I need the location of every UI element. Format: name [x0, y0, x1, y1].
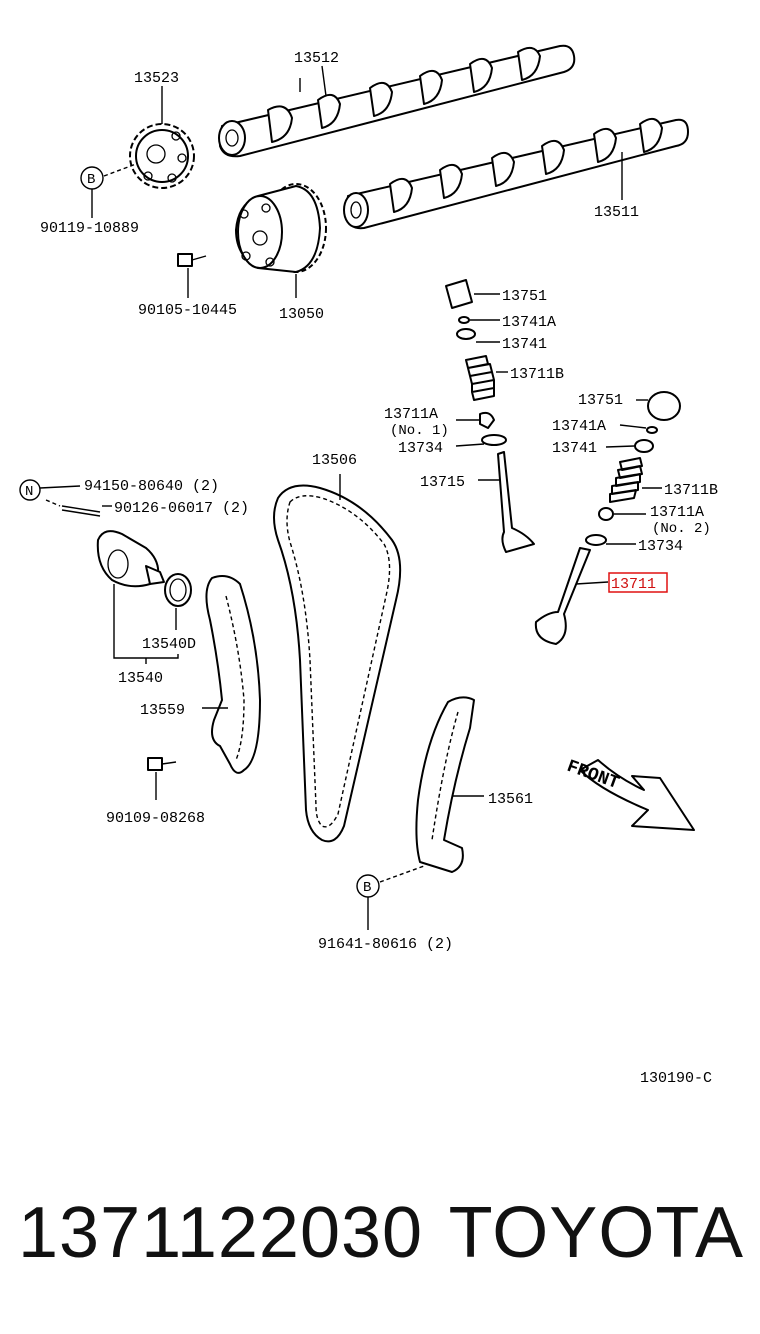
label-13751-right: 13751	[578, 392, 623, 409]
label-13506: 13506	[312, 452, 357, 469]
sprocket-13523	[129, 123, 195, 189]
marker-n: N	[19, 479, 41, 501]
marker-b-2: B	[356, 874, 380, 898]
chain-guide-13559	[205, 575, 261, 774]
timing-chain-13506	[273, 484, 402, 843]
label-13711A-right-note: (No. 2)	[652, 521, 711, 537]
label-13734-right: 13734	[638, 538, 683, 555]
label-90126-06017: 90126-06017 (2)	[114, 500, 249, 517]
label-90119-10889: 90119-10889	[40, 220, 139, 237]
camshaft-13511	[343, 117, 689, 230]
bolt-90109	[147, 757, 177, 771]
label-13561: 13561	[488, 791, 533, 808]
label-13715: 13715	[420, 474, 465, 491]
stud-90126	[61, 505, 101, 517]
label-13711B-left: 13711B	[510, 366, 564, 383]
label-13741A-left: 13741A	[502, 314, 556, 331]
highlight-13711-box	[608, 572, 668, 593]
label-13711A-left: 13711A	[384, 406, 438, 423]
valve-assembly-left	[445, 279, 535, 553]
label-13050: 13050	[279, 306, 324, 323]
bolt-90105	[177, 253, 207, 267]
vvt-gear-13050	[235, 183, 327, 273]
label-90105-10445: 90105-10445	[138, 302, 237, 319]
label-13734-left: 13734	[398, 440, 443, 457]
label-13741-left: 13741	[502, 336, 547, 353]
part-number: 1371122030	[18, 1193, 424, 1273]
label-13511: 13511	[594, 204, 639, 221]
label-13711A-left-note: (No. 1)	[390, 423, 449, 439]
marker-b-2-text: B	[363, 880, 371, 896]
label-13741-right: 13741	[552, 440, 597, 457]
label-13711B-right: 13711B	[664, 482, 718, 499]
label-13751-left: 13751	[502, 288, 547, 305]
label-13540: 13540	[118, 670, 163, 687]
label-13711: 13711	[611, 576, 656, 593]
marker-b-1: B	[80, 166, 104, 190]
label-13559: 13559	[140, 702, 185, 719]
label-13523: 13523	[134, 70, 179, 87]
front-arrow: FRONT	[564, 757, 695, 831]
label-90109-08268: 90109-08268	[106, 810, 205, 827]
marker-n-text: N	[25, 484, 33, 500]
label-13512: 13512	[294, 50, 339, 67]
footer: 1371122030 TOYOTA	[0, 1188, 760, 1288]
tensioner-13540	[96, 530, 192, 607]
label-91641-80616: 91641-80616 (2)	[318, 936, 453, 953]
chain-guide-13561	[415, 696, 475, 873]
valve-assembly-right	[534, 391, 681, 645]
marker-b-1-text: B	[87, 172, 95, 188]
camshaft-13512	[218, 44, 576, 158]
label-94150-80640: 94150-80640 (2)	[84, 478, 219, 495]
brand-name: TOYOTA	[448, 1193, 744, 1273]
label-13540D: 13540D	[142, 636, 196, 653]
label-13741A-right: 13741A	[552, 418, 606, 435]
diagram-reference-code: 130190-C	[640, 1070, 712, 1087]
label-13711A-right: 13711A	[650, 504, 704, 521]
